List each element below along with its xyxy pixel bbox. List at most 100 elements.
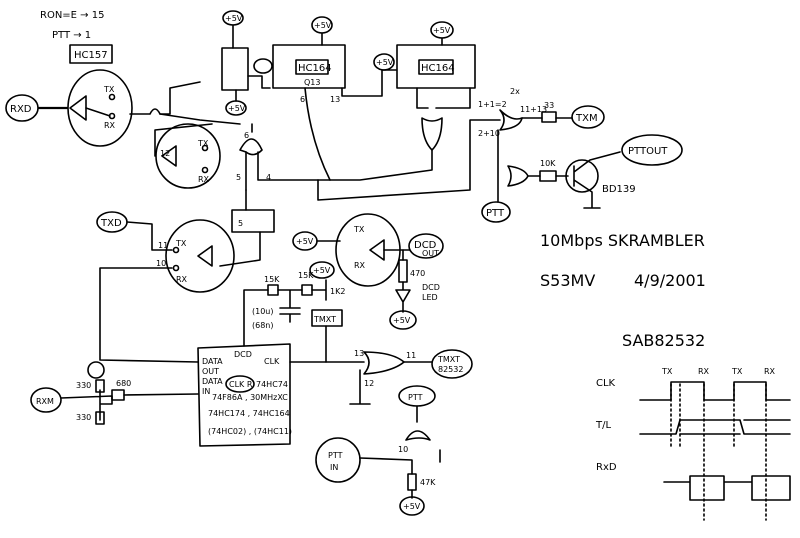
svg-text:33: 33 [544,101,554,110]
svg-text:PTT: PTT [408,393,423,402]
svg-text:TX: TX [731,367,743,376]
dcd-led [395,249,411,313]
svg-text:15K: 15K [298,271,314,280]
svg-text:+5V: +5V [314,21,332,30]
xor-gate-txm [499,109,523,131]
connector-ptt-in [315,437,361,483]
date: 4/9/2001 [634,271,706,290]
svg-text:10: 10 [398,445,408,454]
svg-text:6: 6 [244,131,249,140]
svg-text:RXM: RXM [36,397,54,406]
svg-text:CLK R: CLK R [229,380,253,389]
svg-text:+5V: +5V [433,26,451,35]
timing-row-tl: T/L [595,420,611,431]
transistor-bd139 [565,159,599,193]
shift-register-1 [272,44,346,89]
svg-text:TX: TX [175,239,187,248]
mux-chip-label: HC157 [74,50,108,61]
timing-row-rxd: RxD [596,462,617,473]
svg-text:(10u): (10u) [252,307,274,316]
svg-text:74F86A , 30MHzXC: 74F86A , 30MHzXC [212,393,288,402]
svg-text:5: 5 [236,173,241,182]
svg-text:TX: TX [353,225,365,234]
timing-row-clk: CLK [596,378,616,389]
gate-ptt-in [405,405,441,463]
svg-text:RX: RX [354,261,366,270]
svg-text:13: 13 [330,95,340,104]
svg-text:TXM: TXM [575,113,598,124]
svg-text:12: 12 [364,379,374,388]
resistor-470 [398,259,408,283]
svg-text:RX: RX [198,175,210,184]
svg-text:10K: 10K [540,159,556,168]
timing-title: SAB82532 [622,331,705,350]
svg-text:2+10: 2+10 [478,129,500,138]
svg-text:PTT: PTT [328,451,343,460]
buffer-icon [69,95,87,121]
svg-text:13: 13 [354,349,364,358]
svg-text:IN: IN [330,463,338,472]
tmxt-box [311,309,343,327]
svg-text:4: 4 [266,173,271,182]
rxd-waveform [663,475,791,501]
connector-pttout [621,134,683,166]
connector-rxm [30,387,62,413]
tl-waveform [639,419,791,435]
svg-text:12: 12 [160,149,170,158]
connector-rxd-label: RXD [10,104,32,115]
svg-text:LED: LED [422,293,438,302]
svg-text:5: 5 [238,219,243,228]
shift-register-1-label: HC164 [298,63,332,74]
svg-text:11: 11 [406,351,416,360]
mux-switch-3 [165,219,235,293]
flipflop-2 [231,209,275,233]
svg-text:+5V: +5V [403,502,421,511]
svg-text:PTTOUT: PTTOUT [628,146,668,157]
xor-gate-1 [421,117,443,151]
svg-text:TMXT: TMXT [437,355,460,364]
svg-text:470: 470 [410,269,425,278]
svg-text:+5V: +5V [225,14,243,23]
svg-text:OUT: OUT [202,367,219,376]
connector-ptt [481,201,511,223]
svg-text:(74HC02) , (74HC11): (74HC02) , (74HC11) [208,427,292,436]
svg-text:1K2: 1K2 [330,287,345,296]
svg-text:PTT: PTT [486,208,505,219]
author: S53MV [540,271,595,290]
svg-text:BD139: BD139 [602,184,636,195]
svg-text:10: 10 [156,259,166,268]
svg-text:DCD: DCD [422,283,440,292]
svg-text:DCD: DCD [414,240,437,251]
svg-text:1+1=2: 1+1=2 [478,100,507,109]
or-gate-tmxt [363,351,405,375]
title: 10Mbps SKRAMBLER [540,231,705,250]
svg-text:47K: 47K [420,478,436,487]
note-ptt: PTT → 1 [52,30,91,41]
svg-text:+5V: +5V [296,237,314,246]
svg-text:RX: RX [764,367,776,376]
svg-text:+5V: +5V [228,104,246,113]
resistor-10k [539,170,557,182]
dcd-block [197,343,291,447]
resistor-txm [541,111,557,123]
mux-switch-2 [155,123,221,189]
shift-register-2 [396,44,476,89]
or-gate-1 [239,138,263,156]
svg-text:TX: TX [661,367,673,376]
mux-chip-box [69,44,113,64]
svg-text:74HC174 , 74HC164: 74HC174 , 74HC164 [208,409,290,418]
svg-text:330: 330 [76,413,91,422]
connector-txm [571,105,605,129]
svg-text:74HC74: 74HC74 [256,380,288,389]
svg-text:680: 680 [116,379,131,388]
svg-text:RX: RX [104,121,116,130]
gate-ptt [507,165,529,187]
mux-switch-1 [67,69,133,147]
svg-text:15K: 15K [264,275,280,284]
svg-text:+5V: +5V [313,266,331,275]
svg-text:330: 330 [76,381,91,390]
svg-text:+5V: +5V [376,58,394,67]
svg-text:Q13: Q13 [304,78,320,87]
svg-text:11: 11 [158,241,168,250]
